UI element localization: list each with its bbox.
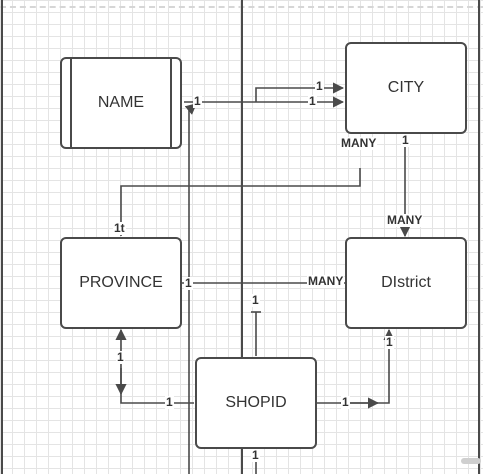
entity-shopid[interactable]: SHOPID	[195, 357, 317, 449]
cardinality-shopid-right: 1	[341, 395, 350, 409]
cardinality-shopid-left: 1	[165, 395, 174, 409]
horizontal-scrollbar-thumb[interactable]	[461, 458, 481, 464]
connector-shopid-district	[317, 328, 395, 404]
entity-city[interactable]: CITY	[345, 42, 467, 134]
cardinality-name-city-mid: 1	[308, 94, 317, 108]
cardinality-shopid-bottom: 1	[251, 448, 260, 462]
cardinality-name-out: 1	[193, 94, 202, 108]
entity-province[interactable]: PROVINCE	[60, 237, 182, 329]
cardinality-city-many-left: MANY	[340, 136, 378, 150]
entity-city-label: CITY	[387, 79, 425, 96]
entity-district-label: DIstrict	[381, 274, 431, 291]
cardinality-province-right: 1	[184, 276, 193, 290]
connector-city-province	[120, 168, 361, 236]
cardinality-district-bottom: 1	[385, 335, 394, 349]
entity-province-label: PROVINCE	[79, 274, 163, 291]
cardinality-province-bottom: 1	[116, 350, 125, 364]
entity-district[interactable]: DIstrict	[345, 237, 467, 329]
cardinality-district-left-many: MANY	[307, 274, 345, 288]
cardinality-province-top: 1t	[113, 221, 126, 235]
entity-name[interactable]: NAME	[60, 57, 182, 149]
entity-name-label: NAME	[97, 94, 145, 111]
entity-shopid-label: SHOPID	[225, 394, 287, 411]
cardinality-center-one: 1	[251, 293, 260, 307]
connector-province-shopid	[115, 328, 194, 404]
connector-name-city-routed	[255, 82, 345, 102]
cardinality-city-one-right: 1	[401, 133, 410, 147]
cardinality-district-many: MANY	[386, 213, 424, 227]
weak-entity-bar-left	[70, 59, 72, 147]
cardinality-name-city-top: 1	[315, 79, 324, 93]
weak-entity-bar-right	[170, 59, 172, 147]
